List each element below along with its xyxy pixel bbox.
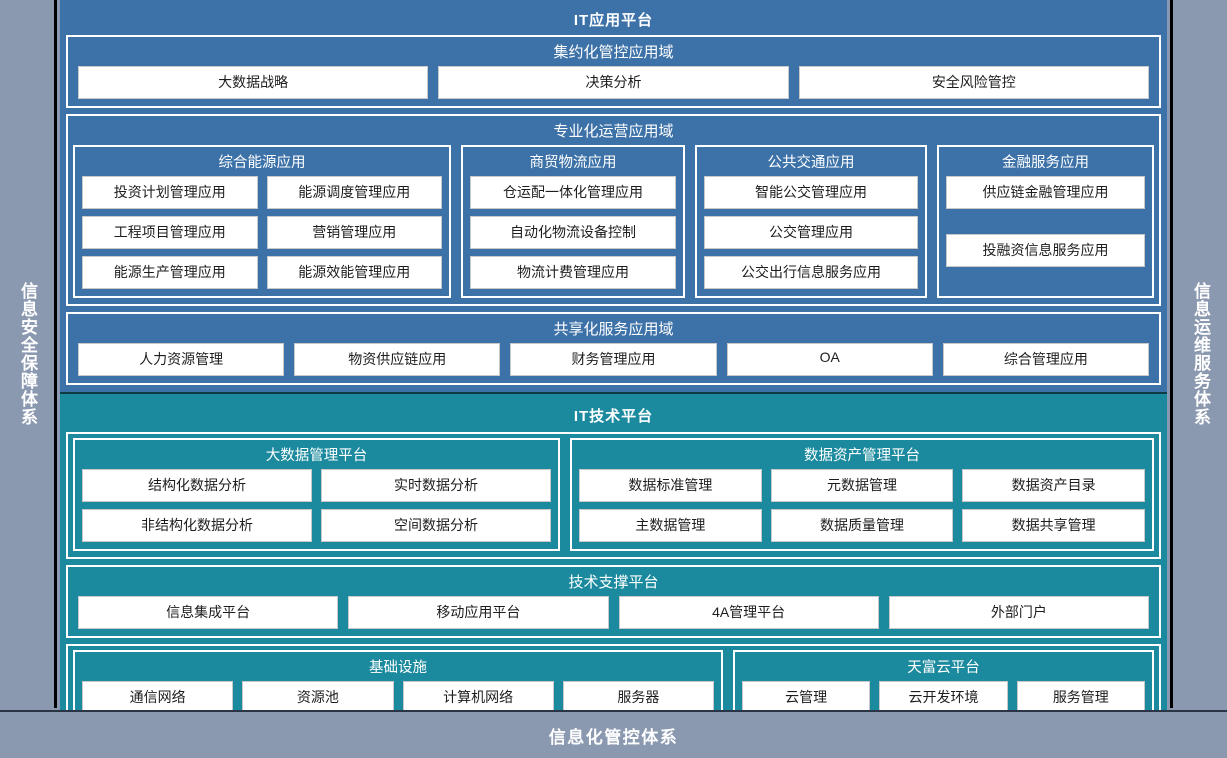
chip-mobile-application-platform[interactable]: 移动应用平台 xyxy=(348,596,609,629)
domain-data-platforms: 大数据管理平台 结构化数据分析 实时数据分析 非结构化数据分析 空间数据分析 数… xyxy=(66,432,1161,559)
subgroup-big-data-platform-title: 大数据管理平台 xyxy=(265,448,368,464)
subgroup-public-transit-title: 公共交通应用 xyxy=(767,155,855,171)
chip-bus-management[interactable]: 公交管理应用 xyxy=(704,216,918,249)
subgroup-infrastructure-title: 基础设施 xyxy=(369,660,427,676)
chip-structured-data-analysis[interactable]: 结构化数据分析 xyxy=(82,469,312,502)
domain-intensive-management: 集约化管控应用域 大数据战略 决策分析 安全风险管控 xyxy=(66,35,1161,108)
chip-energy-dispatch-management[interactable]: 能源调度管理应用 xyxy=(266,176,442,209)
left-rail-information-security: 信息安全保障体系 xyxy=(0,0,57,708)
it-application-platform-title: IT应用平台 xyxy=(573,12,654,29)
domain-technical-support-platform-chips: 信息集成平台 移动应用平台 4A管理平台 外部门户 xyxy=(74,596,1153,629)
subgroup-financial-services: 金融服务应用 供应链金融管理应用 投融资信息服务应用 xyxy=(937,145,1154,298)
bottom-bar-label: 信息化管控体系 xyxy=(548,727,679,747)
subgroup-data-asset-platform-items: 数据标准管理 元数据管理 数据资产目录 主数据管理 数据质量管理 数据共享管理 xyxy=(579,469,1145,542)
chip-material-supply-chain[interactable]: 物资供应链应用 xyxy=(294,343,501,376)
chip-realtime-data-analysis[interactable]: 实时数据分析 xyxy=(321,469,551,502)
chip-logistics-billing-management[interactable]: 物流计费管理应用 xyxy=(470,256,676,289)
chip-bus-travel-information-service[interactable]: 公交出行信息服务应用 xyxy=(704,256,918,289)
chip-server[interactable]: 服务器 xyxy=(562,681,714,714)
it-application-platform: IT应用平台 集约化管控应用域 大数据战略 决策分析 安全风险管控 专业化运营应… xyxy=(60,0,1167,392)
chip-energy-efficiency-management[interactable]: 能源效能管理应用 xyxy=(266,256,442,289)
chip-big-data-strategy[interactable]: 大数据战略 xyxy=(78,66,429,99)
chip-unstructured-data-analysis[interactable]: 非结构化数据分析 xyxy=(82,509,312,542)
subgroup-trade-logistics-title: 商贸物流应用 xyxy=(529,155,617,171)
domain-technical-support-platform-title: 技术支撑平台 xyxy=(568,574,659,591)
domain-professional-operations-groups: 综合能源应用 投资计划管理应用 能源调度管理应用 工程项目管理应用 营销管理应用… xyxy=(73,145,1154,298)
subgroup-public-transit-items: 智能公交管理应用 公交管理应用 公交出行信息服务应用 xyxy=(704,176,918,289)
chip-marketing-management[interactable]: 营销管理应用 xyxy=(266,216,442,249)
subgroup-integrated-energy-items: 投资计划管理应用 能源调度管理应用 工程项目管理应用 营销管理应用 能源生产管理… xyxy=(82,176,442,289)
chip-decision-analysis[interactable]: 决策分析 xyxy=(438,66,789,99)
it-technology-platform-title: IT技术平台 xyxy=(573,408,654,425)
chip-comprehensive-management[interactable]: 综合管理应用 xyxy=(942,343,1150,376)
domain-shared-services-chips: 人力资源管理 物资供应链应用 财务管理应用 OA 综合管理应用 xyxy=(74,343,1153,376)
subgroup-financial-services-title: 金融服务应用 xyxy=(1002,155,1089,171)
domain-intensive-management-chips: 大数据战略 决策分析 安全风险管控 xyxy=(74,66,1153,99)
chip-data-standard-management[interactable]: 数据标准管理 xyxy=(579,469,762,502)
chip-cloud-management[interactable]: 云管理 xyxy=(742,681,871,714)
chip-smart-bus-management[interactable]: 智能公交管理应用 xyxy=(704,176,918,209)
chip-spatial-data-analysis[interactable]: 空间数据分析 xyxy=(321,509,551,542)
chip-integrated-warehouse-transport[interactable]: 仓运配一体化管理应用 xyxy=(470,176,676,209)
domain-shared-services-title: 共享化服务应用域 xyxy=(553,321,674,338)
subgroup-big-data-platform: 大数据管理平台 结构化数据分析 实时数据分析 非结构化数据分析 空间数据分析 xyxy=(73,438,560,551)
subgroup-trade-logistics-items: 仓运配一体化管理应用 自动化物流设备控制 物流计费管理应用 xyxy=(470,176,676,289)
domain-professional-operations: 专业化运营应用域 综合能源应用 投资计划管理应用 能源调度管理应用 工程项目管理… xyxy=(66,114,1161,306)
right-rail-it-operations: 信息运维服务体系 xyxy=(1170,0,1227,708)
chip-investment-financing-information-service[interactable]: 投融资信息服务应用 xyxy=(946,234,1145,267)
chip-financial-services-placeholder xyxy=(946,216,1145,227)
left-rail-label: 信息安全保障体系 xyxy=(18,282,37,426)
subgroup-trade-logistics: 商贸物流应用 仓运配一体化管理应用 自动化物流设备控制 物流计费管理应用 xyxy=(461,145,685,298)
chip-supply-chain-finance-management[interactable]: 供应链金融管理应用 xyxy=(946,176,1145,209)
chip-finance-management[interactable]: 财务管理应用 xyxy=(510,343,717,376)
chip-metadata-management[interactable]: 元数据管理 xyxy=(770,469,954,502)
chip-investment-plan-management[interactable]: 投资计划管理应用 xyxy=(82,176,258,209)
domain-data-platforms-groups: 大数据管理平台 结构化数据分析 实时数据分析 非结构化数据分析 空间数据分析 数… xyxy=(73,438,1154,551)
chip-data-quality-management[interactable]: 数据质量管理 xyxy=(770,509,954,542)
domain-shared-services: 共享化服务应用域 人力资源管理 物资供应链应用 财务管理应用 OA 综合管理应用 xyxy=(66,312,1161,385)
chip-communication-network[interactable]: 通信网络 xyxy=(82,681,234,714)
subgroup-integrated-energy-title: 综合能源应用 xyxy=(218,155,306,171)
domain-professional-operations-title: 专业化运营应用域 xyxy=(553,123,674,140)
chip-4a-management-platform[interactable]: 4A管理平台 xyxy=(618,596,879,629)
platform-stack: IT应用平台 集约化管控应用域 大数据战略 决策分析 安全风险管控 专业化运营应… xyxy=(60,0,1167,758)
subgroup-financial-services-items: 供应链金融管理应用 投融资信息服务应用 xyxy=(946,176,1145,289)
right-rail-label: 信息运维服务体系 xyxy=(1191,282,1210,426)
chip-human-resource-management[interactable]: 人力资源管理 xyxy=(78,343,285,376)
domain-intensive-management-title: 集约化管控应用域 xyxy=(553,44,674,61)
subgroup-big-data-platform-items: 结构化数据分析 实时数据分析 非结构化数据分析 空间数据分析 xyxy=(82,469,551,542)
subgroup-data-asset-platform-title: 数据资产管理平台 xyxy=(804,448,920,464)
chip-oa[interactable]: OA xyxy=(726,343,933,376)
bottom-bar-informatization-governance: 信息化管控体系 xyxy=(0,710,1227,758)
subgroup-integrated-energy: 综合能源应用 投资计划管理应用 能源调度管理应用 工程项目管理应用 营销管理应用… xyxy=(73,145,451,298)
chip-data-sharing-management[interactable]: 数据共享管理 xyxy=(962,509,1145,542)
chip-master-data-management[interactable]: 主数据管理 xyxy=(579,509,762,542)
chip-engineering-project-management[interactable]: 工程项目管理应用 xyxy=(82,216,258,249)
chip-computer-network[interactable]: 计算机网络 xyxy=(402,681,554,714)
subgroup-public-transit: 公共交通应用 智能公交管理应用 公交管理应用 公交出行信息服务应用 xyxy=(695,145,927,298)
subgroup-tianfu-cloud-platform-title: 天富云平台 xyxy=(907,660,980,676)
chip-information-integration-platform[interactable]: 信息集成平台 xyxy=(78,596,339,629)
it-technology-platform: IT技术平台 大数据管理平台 结构化数据分析 实时数据分析 非结构化数据分析 空… xyxy=(60,392,1167,758)
chip-energy-production-management[interactable]: 能源生产管理应用 xyxy=(82,256,258,289)
chip-data-asset-catalog[interactable]: 数据资产目录 xyxy=(962,469,1145,502)
chip-external-portal[interactable]: 外部门户 xyxy=(888,596,1149,629)
subgroup-data-asset-platform: 数据资产管理平台 数据标准管理 元数据管理 数据资产目录 主数据管理 数据质量管… xyxy=(570,438,1154,551)
chip-automated-logistics-equipment-control[interactable]: 自动化物流设备控制 xyxy=(470,216,676,249)
domain-technical-support-platform: 技术支撑平台 信息集成平台 移动应用平台 4A管理平台 外部门户 xyxy=(66,565,1161,638)
chip-security-risk-control[interactable]: 安全风险管控 xyxy=(798,66,1149,99)
